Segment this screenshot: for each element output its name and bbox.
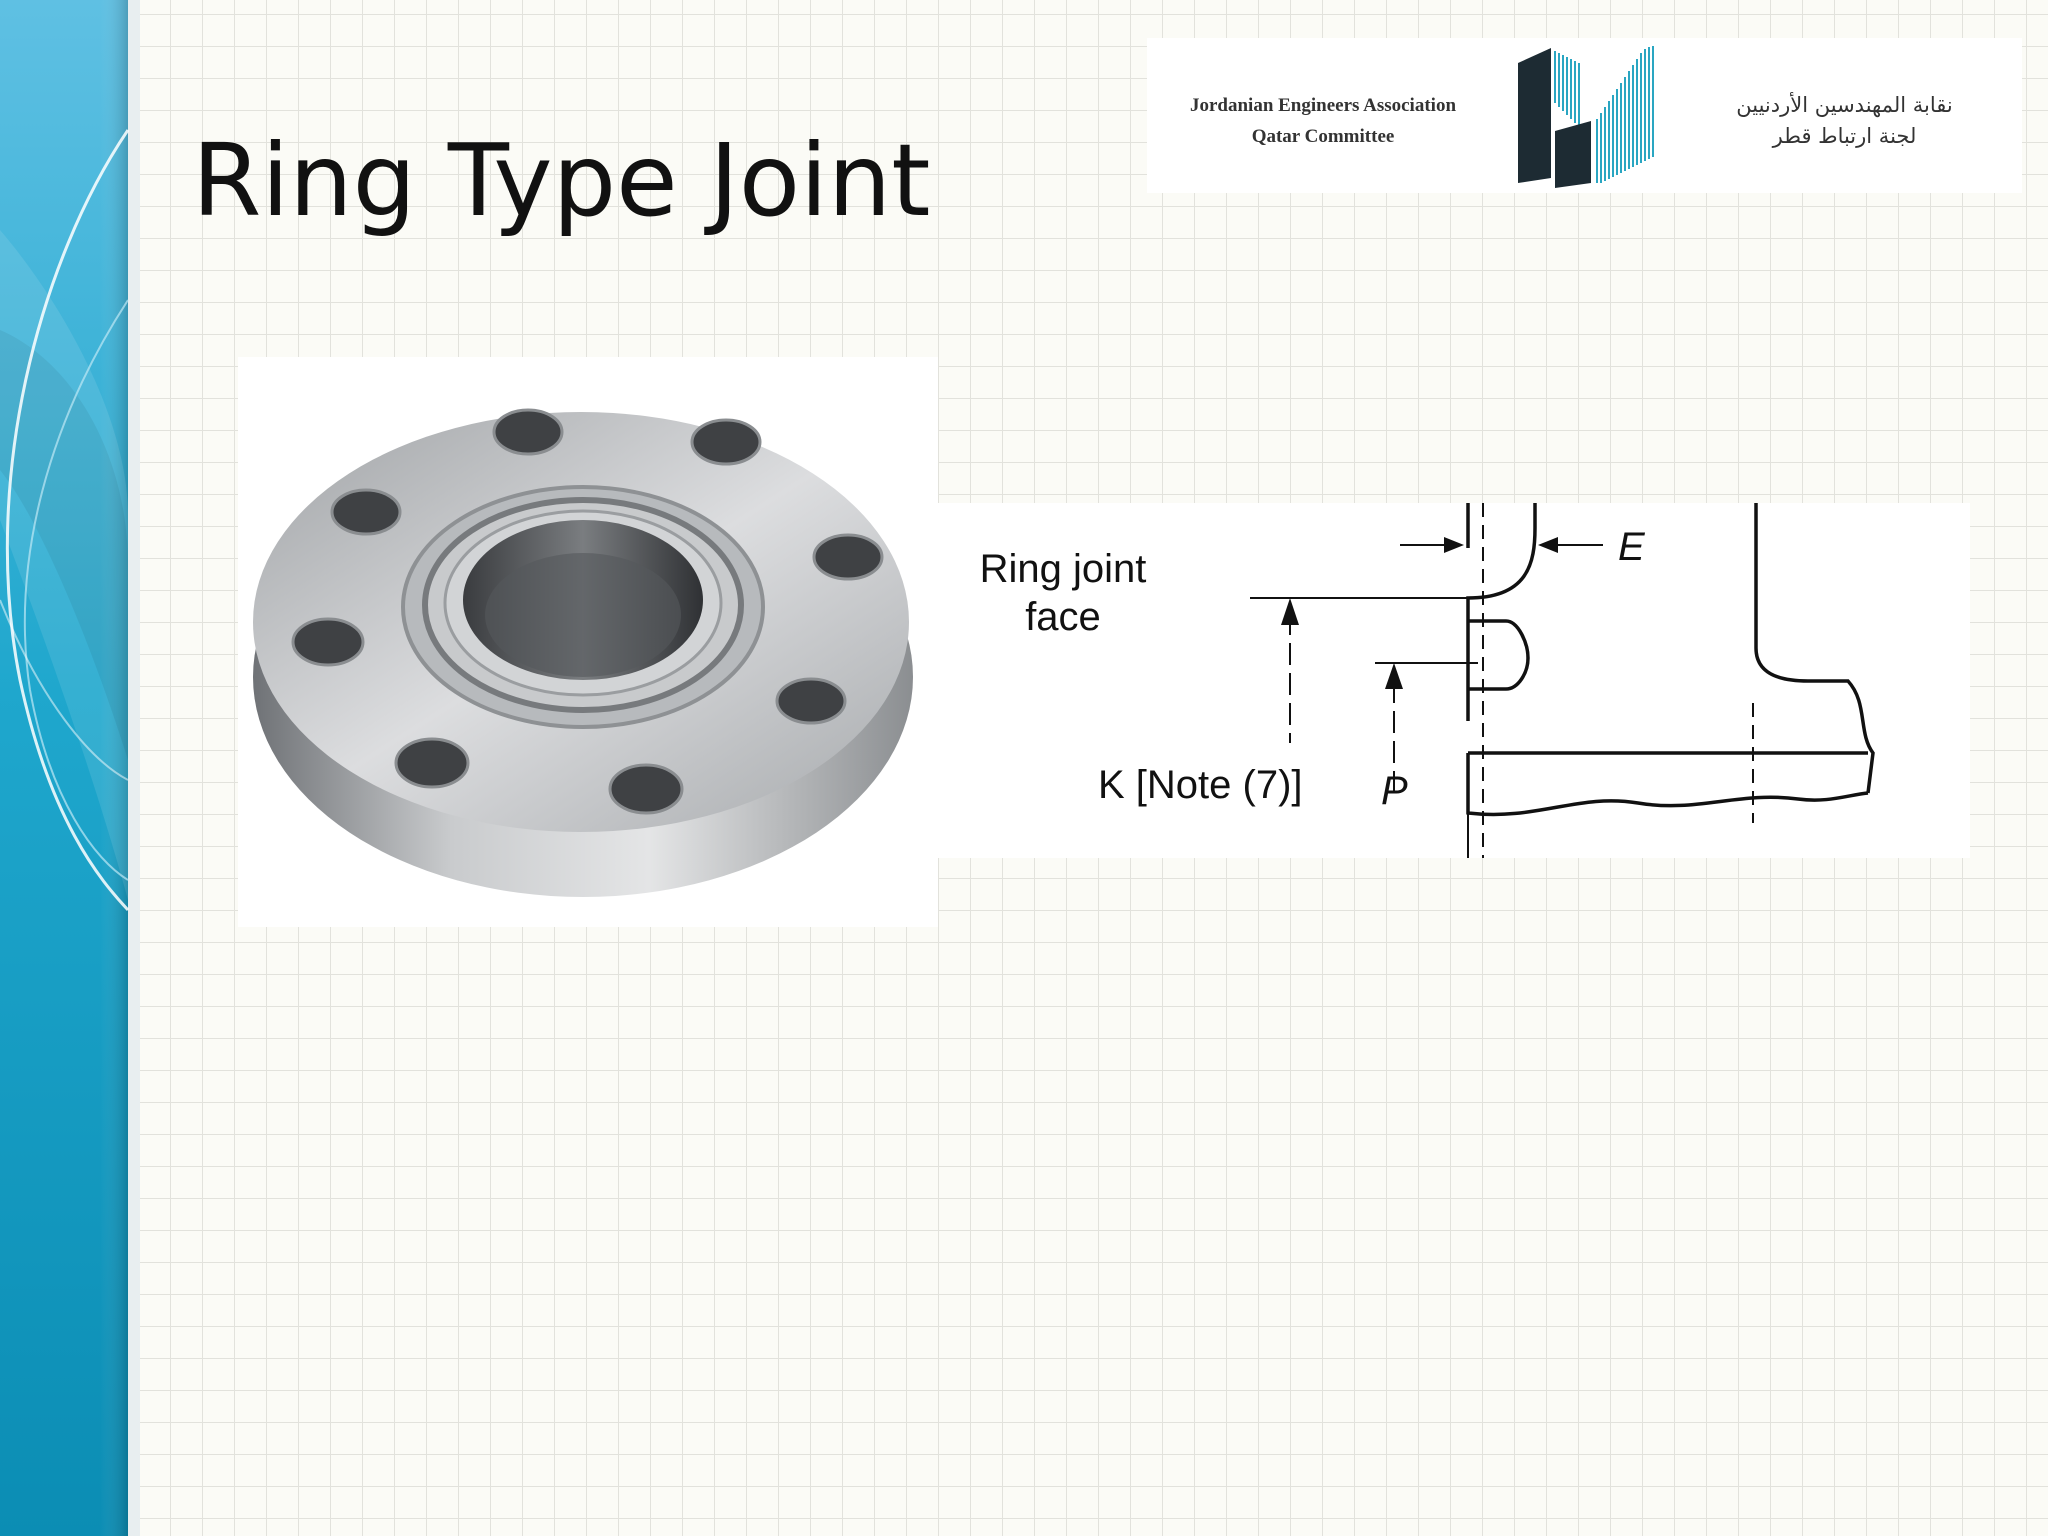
logo-arabic-committee: لجنة ارتباط قطر [1772, 124, 1917, 148]
logo-mark-icon [1518, 46, 1654, 188]
flange-photo-icon [253, 408, 913, 897]
page-title: Ring Type Joint [192, 122, 931, 239]
logo-arabic-name: نقابة المهندسين الأردنيين [1736, 93, 1953, 117]
logo-english-text: Jordanian Engineers Association Qatar Co… [1153, 90, 1493, 152]
ring-joint-diagram: Ring joint face E K [Note (7)] P [938, 503, 1970, 858]
dimension-p-label: P [1381, 769, 1408, 813]
ring-joint-drawing-icon [1250, 503, 1875, 858]
association-logo: Jordanian Engineers Association Qatar Co… [1147, 38, 2022, 193]
logo-arabic-text: نقابة المهندسين الأردنيين لجنة ارتباط قط… [1677, 90, 2012, 152]
ring-joint-label-line2: face [1025, 595, 1101, 639]
logo-english-committee: Qatar Committee [1251, 126, 1395, 147]
logo-english-name: Jordanian Engineers Association [1189, 95, 1457, 116]
ring-joint-label-line1: Ring joint [979, 547, 1147, 591]
dimension-k-label: K [Note (7)] [1098, 763, 1303, 807]
sidebar-decoration [0, 0, 140, 1536]
ring-joint-face-label: Ring joint face [978, 545, 1148, 641]
flange-photo [238, 357, 938, 927]
dimension-e-label: E [1618, 525, 1645, 569]
